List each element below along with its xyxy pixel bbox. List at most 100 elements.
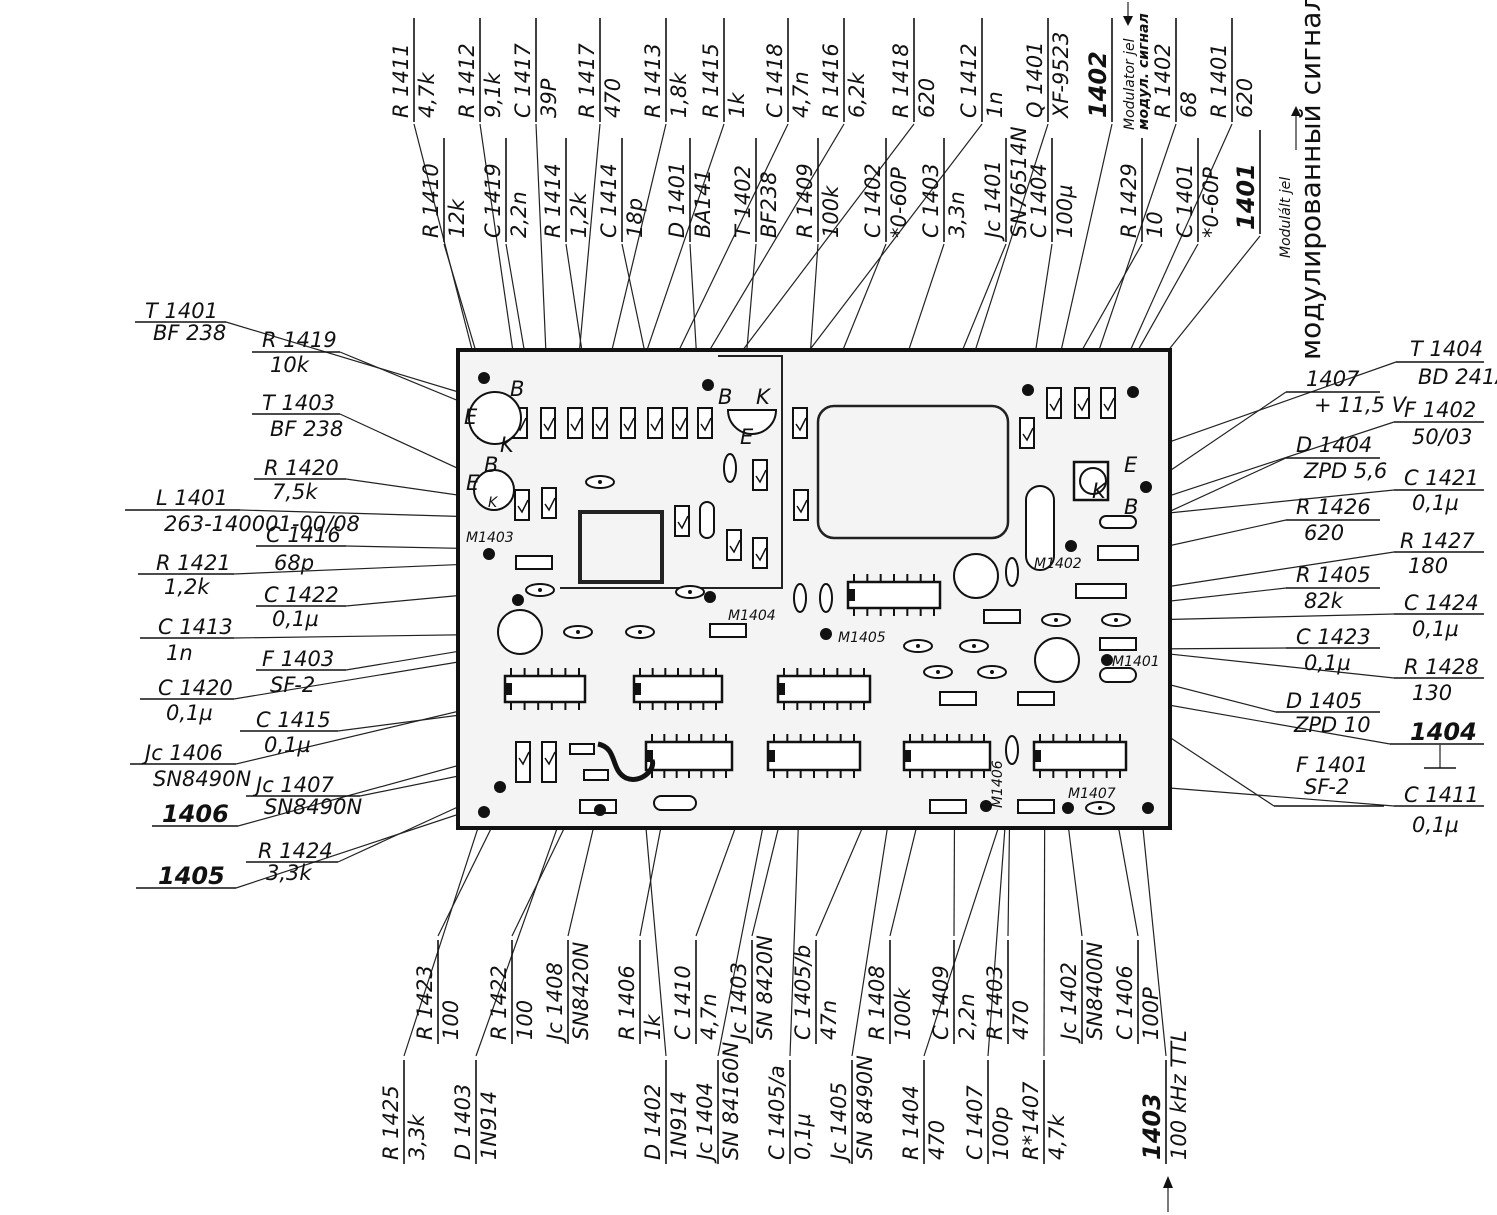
bottom-value-jc-1408: SN8420N [569,942,593,1040]
mark-k3: K [756,385,772,409]
top-label-r-1411: R 1411 [389,43,413,118]
top-value-c-1401: *0-60P [1199,167,1223,238]
mark-b1: B [510,377,524,401]
ic-package [503,674,587,704]
top-value-c-1418: 4,7n [789,71,813,118]
bottom-label-jc-1408: Jc 1408 [543,962,567,1044]
right-label-d-1405: D 1405 [1286,689,1362,713]
left-label-f-1403: F 1403 [262,647,334,671]
capacitor [819,583,833,613]
capacitor [1005,735,1019,765]
right-value-r-1427: 180 [1408,554,1448,578]
left-value-jc-1406: SN8490N [153,767,251,791]
transistor-can [468,391,522,445]
top-value-c-1402: *0-60P [887,167,911,238]
capacitor [793,583,807,613]
left-label-r-1419: R 1419 [262,328,337,352]
mounting-hole [980,800,992,812]
left-value-c-1420: 0,1µ [166,701,213,725]
mounting-hole [1022,384,1034,396]
left-value-jc-1407: SN8490N [264,795,362,819]
top-label-c-1402: C 1402 [861,163,885,238]
top-value-r-1412: 9,1k [481,72,505,118]
resistor [515,555,553,570]
left-value-t-1401: BF 238 [153,321,226,345]
resistor [1100,387,1116,419]
bottom-label-jc-1402: Jc 1402 [1057,962,1081,1044]
left-label-1405: 1405 [158,862,225,890]
mark-b2: B [484,453,498,477]
bottom-label-c-1410: C 1410 [671,965,695,1040]
mark-m1401: M1401 [1112,654,1160,670]
top-label-r-1414: R 1414 [541,163,565,238]
bottom-value-r-1404: 470 [925,1120,949,1160]
left-label-r-1421: R 1421 [156,551,231,575]
top-label-c-1419: C 1419 [481,163,505,238]
right-value-1407: + 11,5 V [1314,393,1408,417]
fuse [1025,485,1055,571]
right-value-f-1402: 50/03 [1412,425,1473,449]
top-value-r-1418: 620 [915,78,939,118]
bottom-value-r-1425: 3,3k [405,1114,429,1160]
top-value-t-1402: BF238 [757,171,781,238]
resistor [1075,583,1127,599]
resistor [1046,387,1062,419]
left-label-jc-1407: Jc 1407 [252,773,334,797]
bottom-value-jc-1405: SN 8490N [853,1055,877,1160]
top-value-r-1417: 470 [601,78,625,118]
bottom-label-c-1409: C 1409 [929,965,953,1040]
bottom-value-c-1410: 4,7n [697,993,721,1040]
bottom-label-c-1406: C 1406 [1113,965,1137,1040]
mark-b3: B [718,385,732,409]
resistor [540,407,556,439]
mounting-hole [594,804,606,816]
left-value-c-1422: 0,1µ [272,607,319,631]
transistor-can [497,609,543,655]
right-value-t-1404: BD 241A [1418,365,1497,389]
mounting-hole [478,806,490,818]
resistor [620,407,636,439]
mark-k1: K [500,433,516,457]
bottom-value-c-1407: 100p [989,1107,1013,1160]
ic-package [632,674,724,704]
bottom-label-d-1402: D 1402 [641,1084,665,1160]
right-value-r-1426: 620 [1304,521,1344,545]
mounting-hole [478,372,490,384]
resistor [792,407,808,439]
ic-package [776,674,872,704]
resistor [983,609,1021,624]
right-label-d-1404: D 1404 [1296,433,1372,457]
bottom-value-r-1403: 470 [1009,1000,1033,1040]
right-leader-r-1427 [1145,551,1395,591]
bottom-label-r-1404: R 1404 [899,1085,923,1160]
top-value-c-1414: 18p [623,198,647,238]
right-label-1407: 1407 [1306,367,1360,391]
bottom-label-r-1422: R 1422 [487,965,511,1040]
right-label-c-1423: C 1423 [1296,625,1371,649]
bottom-value-jc-1402: SN8400N [1083,942,1107,1040]
bottom-value-c-1409: 2,2n [955,993,979,1040]
mounting-hole [1065,540,1077,552]
ic-package [902,740,992,772]
left-label-jc-1406: Jc 1406 [141,741,223,765]
top-label-1401: 1401 [1232,163,1260,230]
top-value-r-1414: 1,2k [567,192,591,238]
top-label-c-1404: C 1404 [1027,163,1051,238]
left-value-l-1401: 263-140001-00/08 [164,512,360,536]
left-value-r-1421: 1,2k [164,575,210,599]
resistor [939,691,977,706]
transistor-can [1034,637,1080,683]
top-label-r-1409: R 1409 [793,163,817,238]
top-label-c-1414: C 1414 [597,163,621,238]
top-value-jc-1401: SN76514N [1007,126,1031,238]
right-leader-c-1424 [1145,613,1395,621]
top-label-jc-1401: Jc 1401 [981,160,1005,242]
top-value-r-1416: 6,2k [845,72,869,118]
electrolytic-capacitor [953,553,999,599]
transistor-can [473,469,515,511]
bottom-label-r-1406: R 1406 [615,965,639,1040]
bottom-label-c-1405-a: C 1405/a [765,1065,789,1160]
top-label-r-1412: R 1412 [455,43,479,118]
